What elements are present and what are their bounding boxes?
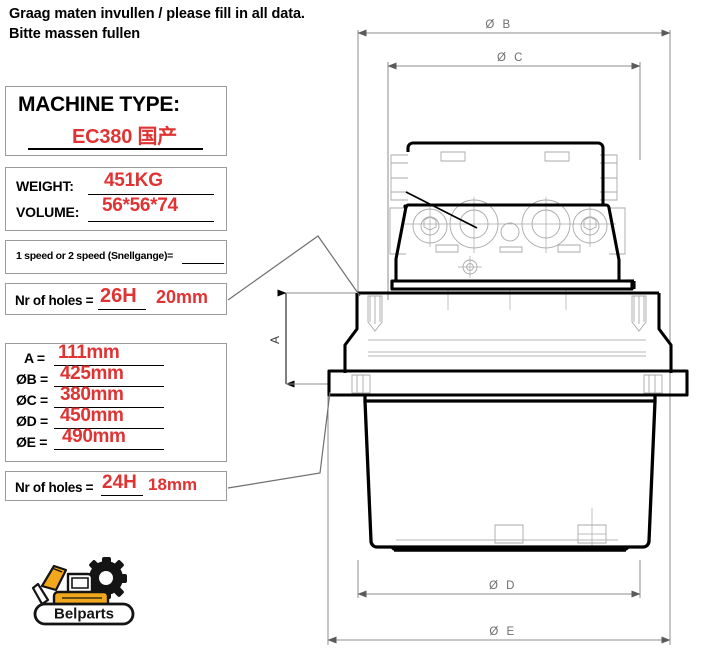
speed-label: 1 speed or 2 speed (Snellgange)= (16, 250, 173, 262)
dim-underline-c (54, 407, 164, 408)
holes-top-size[interactable]: 20mm (156, 287, 209, 307)
dim-value-b[interactable]: 425mm (60, 363, 124, 384)
lower-body (363, 395, 657, 552)
holes-bottom-size[interactable]: 18mm (148, 475, 198, 494)
dimension-lines (327, 29, 671, 645)
dim-label-a-text: A = (24, 350, 45, 366)
leader-line-holes-bottom (227, 391, 331, 489)
logo-brand-text: Belparts (54, 606, 114, 623)
dim-underline-a (54, 365, 164, 366)
holes-bottom-label: Nr of holes = (15, 480, 94, 495)
machine-type-underline (28, 148, 203, 150)
neck-housing (343, 291, 673, 373)
mounting-flange (327, 369, 689, 397)
dim-underline-b (54, 386, 164, 387)
header-note-line2: Bitte massen fullen (9, 26, 141, 42)
leader-line-holes-top (227, 235, 361, 301)
dim-value-a[interactable]: 111mm (58, 342, 120, 363)
weight-value[interactable]: 451KG (104, 170, 163, 191)
dimensions-box[interactable]: A = 111mm ØB = 425mm ØC = 380mm ØD = 450… (5, 342, 227, 462)
speed-underline[interactable] (182, 263, 224, 264)
speed-box[interactable]: 1 speed or 2 speed (Snellgange)= (5, 240, 227, 274)
machine-type-label: MACHINE TYPE: (18, 93, 180, 116)
weight-underline (88, 194, 214, 195)
holes-top-underline (98, 309, 146, 310)
holes-bottom-count[interactable]: 24H (102, 472, 137, 493)
holes-top-box[interactable]: Nr of holes = 26H 20mm (5, 283, 227, 315)
dim-label-e-text: ØE = (16, 434, 48, 450)
dimension-a (277, 289, 356, 388)
dim-label-d-text: ØD = (16, 413, 48, 429)
dim-label-b: Ø B (485, 19, 512, 31)
holes-bottom-box[interactable]: Nr of holes = 24H 18mm (5, 471, 227, 501)
volume-label: VOLUME: (16, 204, 80, 220)
volume-underline (88, 221, 214, 222)
dim-label-c-text: ØC = (16, 392, 48, 408)
dim-underline-d (54, 428, 164, 429)
leader-line-motor (405, 191, 478, 229)
logo-wordmark: Belparts (33, 602, 135, 626)
volume-value[interactable]: 56*56*74 (102, 195, 178, 216)
weight-label: WEIGHT: (16, 178, 74, 194)
dim-value-d[interactable]: 450mm (60, 405, 124, 426)
dim-value-c[interactable]: 380mm (60, 384, 124, 405)
weight-volume-box[interactable]: WEIGHT: 451KG VOLUME: 56*56*74 (5, 167, 227, 231)
belparts-logo: Belparts (31, 557, 135, 626)
holes-top-label: Nr of holes = (15, 293, 94, 308)
header-note-line1: Graag maten invullen / please fill in al… (9, 6, 305, 22)
dim-label-c: Ø C (497, 52, 525, 64)
machine-outline (390, 141, 636, 291)
dim-underline-e (54, 449, 164, 450)
dim-label-a: A (268, 336, 282, 344)
holes-top-count[interactable]: 26H (100, 285, 137, 307)
holes-bottom-underline (101, 495, 143, 496)
machine-type-value[interactable]: EC380 国产 (72, 126, 178, 148)
dim-label-d: Ø D (489, 580, 517, 592)
dim-value-e[interactable]: 490mm (62, 426, 126, 447)
dim-label-b-text: ØB = (16, 371, 48, 387)
internal-detail (351, 151, 663, 548)
machine-type-box[interactable]: MACHINE TYPE: EC380 国产 (5, 86, 227, 156)
dim-label-e: Ø E (489, 626, 516, 638)
